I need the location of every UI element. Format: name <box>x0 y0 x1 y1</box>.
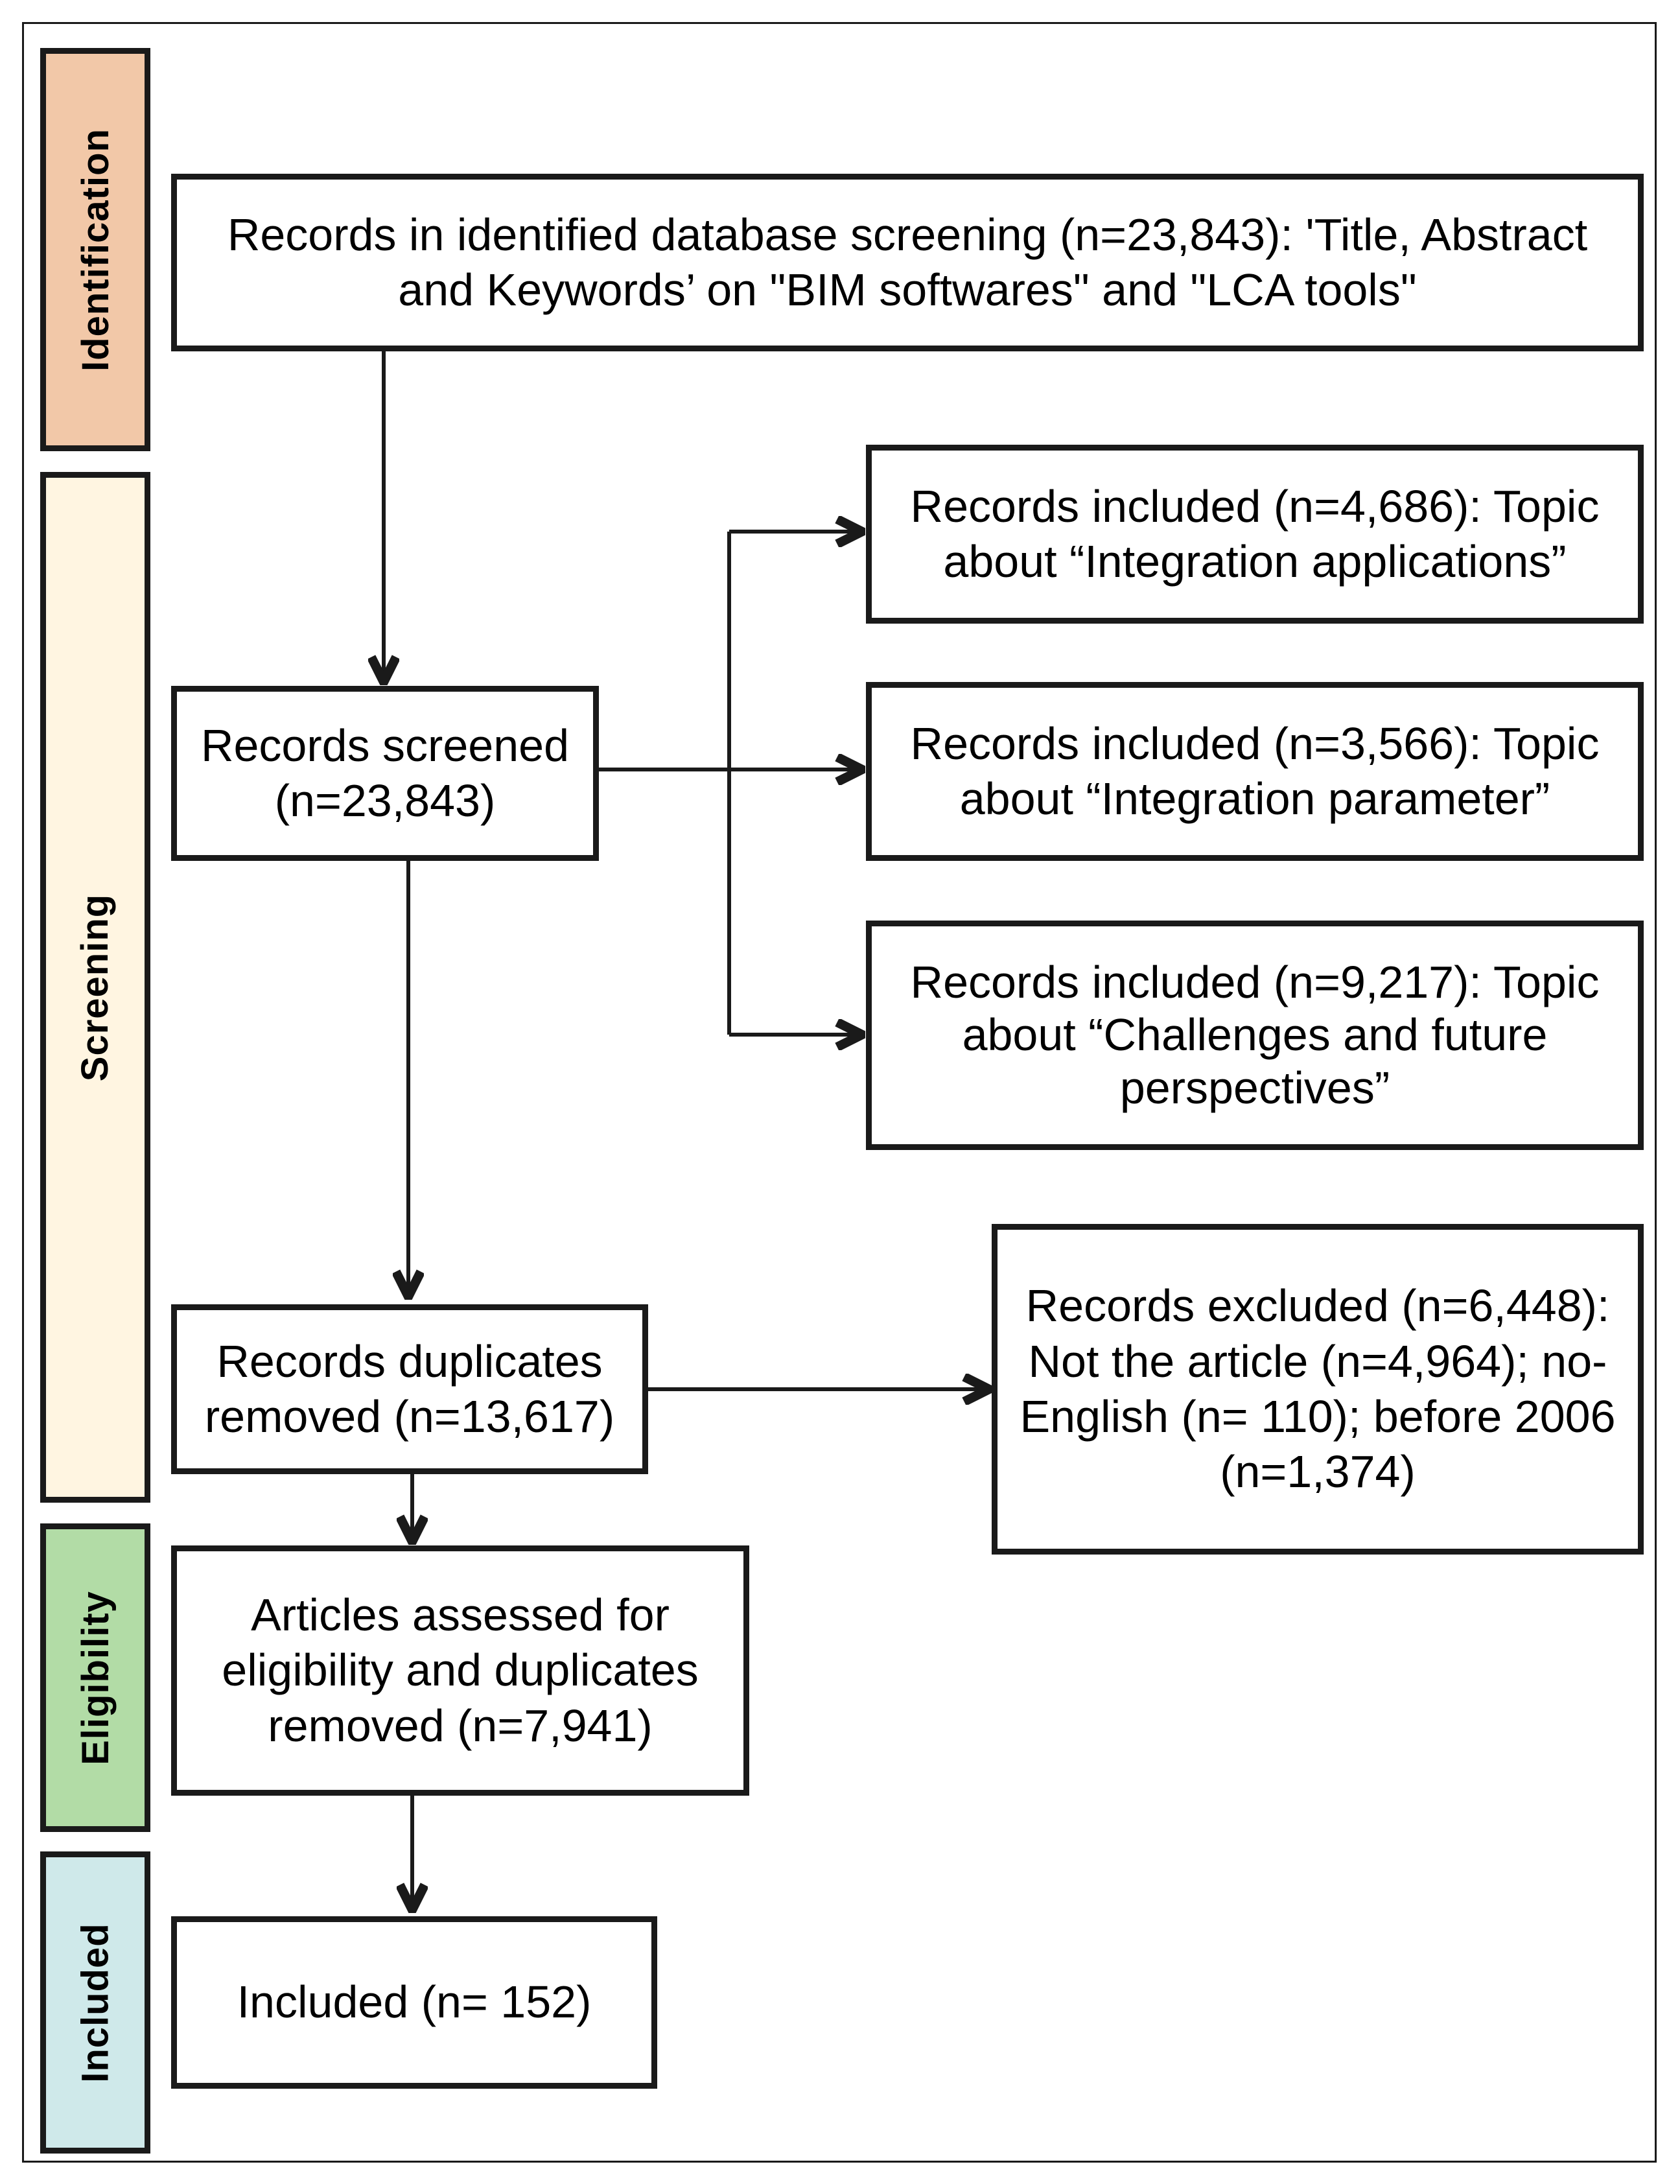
records-excluded-box: Records excluded (n=6,448): Not the arti… <box>992 1224 1644 1555</box>
included-applications-text: Records included (n=4,686): Topic about … <box>910 480 1600 587</box>
records-excluded-text: Records excluded (n=6,448): Not the arti… <box>1020 1280 1616 1497</box>
records-screened-box: Records screened (n=23,843) <box>171 686 599 861</box>
stage-screening-label: Screening <box>74 893 117 1081</box>
stage-included-label: Included <box>74 1922 117 2083</box>
stage-identification: Identification <box>40 48 150 451</box>
included-parameter-text: Records included (n=3,566): Topic about … <box>910 718 1600 824</box>
included-parameter-box: Records included (n=3,566): Topic about … <box>866 682 1644 861</box>
included-challenges-text: Records included (n=9,217): Topic about … <box>910 957 1600 1113</box>
figure-frame <box>22 22 1657 2163</box>
identified-records-box: Records in identified database screening… <box>171 174 1644 351</box>
stage-identification-label: Identification <box>74 128 117 371</box>
included-applications-box: Records included (n=4,686): Topic about … <box>866 445 1644 624</box>
stage-eligibility-label: Eligibility <box>74 1590 117 1765</box>
stage-included: Included <box>40 1851 150 2154</box>
included-challenges-box: Records included (n=9,217): Topic about … <box>866 921 1644 1150</box>
duplicates-removed-box: Records duplicates removed (n=13,617) <box>171 1304 648 1474</box>
assessed-eligibility-box: Articles assessed for eligibility and du… <box>171 1545 749 1796</box>
identified-records-text: Records in identified database screening… <box>227 209 1588 315</box>
included-final-text: Included (n= 152) <box>237 1977 592 2028</box>
duplicates-removed-text: Records duplicates removed (n=13,617) <box>204 1335 615 1442</box>
records-screened-text: Records screened (n=23,843) <box>200 720 570 826</box>
stage-screening: Screening <box>40 472 150 1503</box>
included-final-box: Included (n= 152) <box>171 1916 657 2089</box>
assessed-eligibility-text: Articles assessed for eligibility and du… <box>222 1589 699 1751</box>
stage-eligibility: Eligibility <box>40 1523 150 1832</box>
